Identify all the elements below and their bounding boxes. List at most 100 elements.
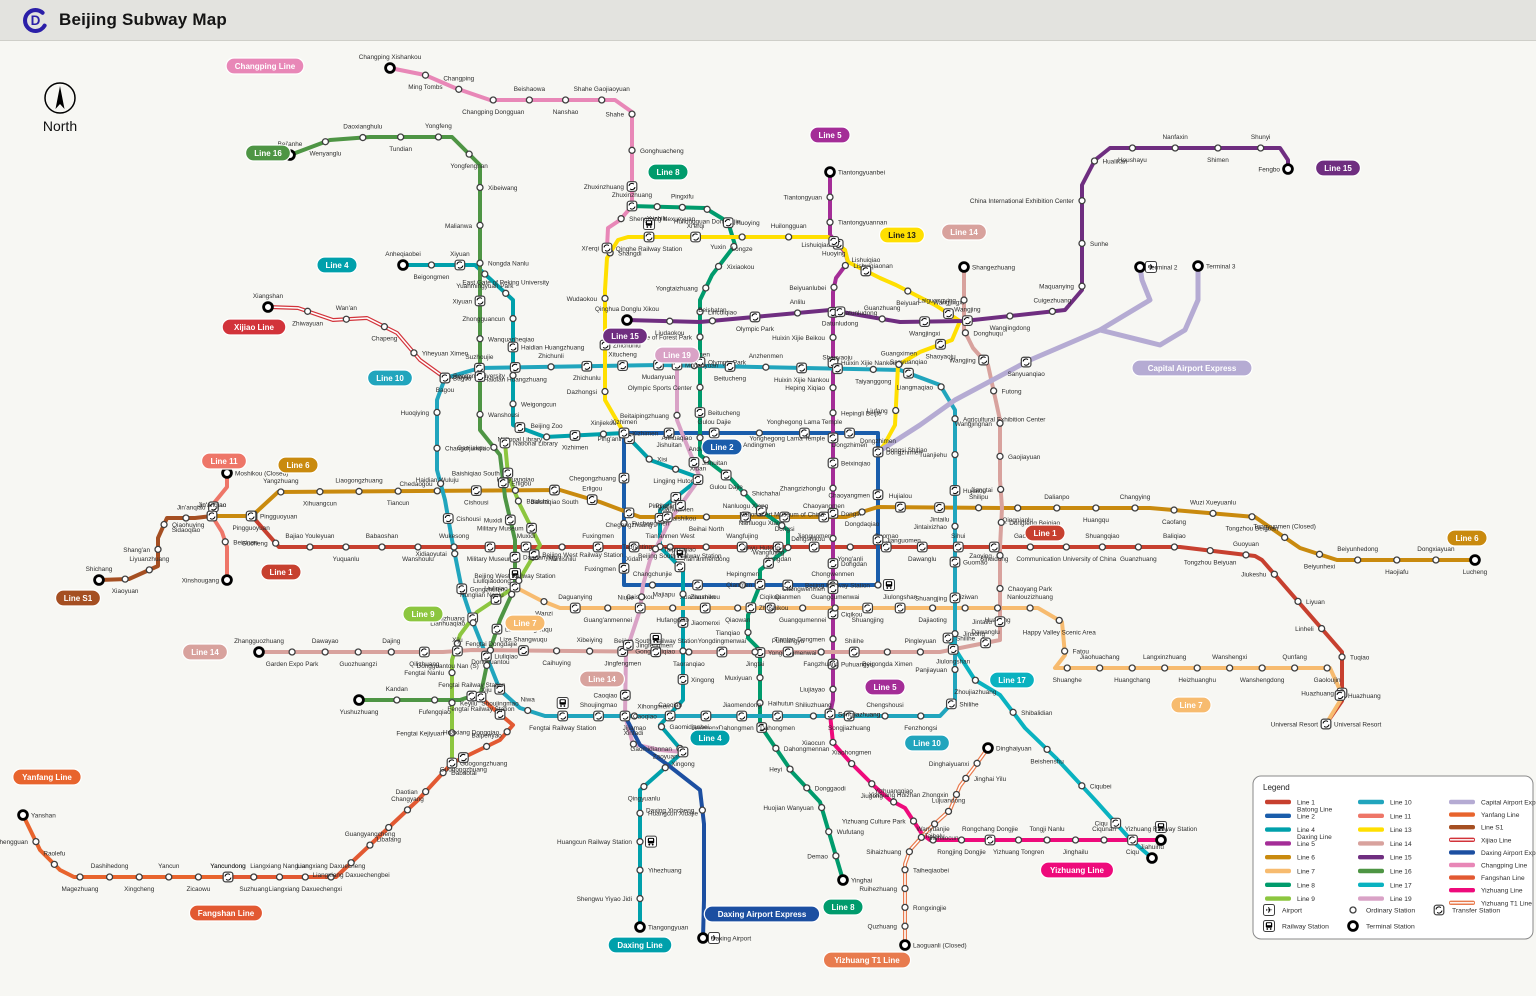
station-marker[interactable]	[1014, 836, 1023, 844]
transfer-station-marker[interactable]	[1020, 356, 1032, 368]
transfer-station-marker[interactable]	[1433, 904, 1445, 916]
station-marker[interactable]	[874, 581, 882, 589]
transfer-station-marker[interactable]	[872, 534, 884, 546]
transfer-station-marker[interactable]	[586, 494, 598, 506]
station-marker[interactable]	[1349, 906, 1357, 914]
station-marker[interactable]	[32, 837, 40, 846]
station-marker[interactable]	[636, 809, 644, 817]
terminal-station-marker[interactable]	[353, 694, 365, 706]
station-marker[interactable]	[678, 203, 686, 212]
station-marker[interactable]	[702, 284, 710, 292]
station-marker[interactable]	[817, 648, 825, 656]
line-badge[interactable]: Line 1	[1024, 524, 1066, 542]
transfer-station-marker[interactable]	[690, 231, 701, 243]
station-marker[interactable]	[316, 488, 324, 496]
transfer-station-marker[interactable]	[466, 690, 478, 702]
station-marker[interactable]	[832, 852, 840, 860]
station-marker[interactable]	[997, 518, 1005, 527]
terminal-station-marker[interactable]	[1469, 554, 1481, 566]
station-marker[interactable]	[1026, 604, 1034, 612]
transfer-station-marker[interactable]	[749, 311, 761, 323]
line-badge[interactable]: Line 6	[1446, 529, 1488, 547]
station-marker[interactable]	[321, 648, 329, 656]
terminal-station-marker[interactable]	[253, 646, 265, 658]
line-badge[interactable]: Changping Line	[225, 57, 305, 75]
station-marker[interactable]	[481, 270, 489, 278]
station-marker[interactable]	[734, 604, 742, 612]
station-marker[interactable]	[952, 790, 961, 799]
transfer-station-marker[interactable]	[844, 427, 855, 439]
transfer-station-marker[interactable]	[945, 698, 957, 710]
terminal-station-marker[interactable]	[1155, 834, 1167, 846]
station-marker[interactable]	[598, 96, 606, 104]
terminal-station-marker[interactable]	[1134, 261, 1146, 273]
transfer-station-marker[interactable]	[832, 363, 843, 375]
transfer-station-marker[interactable]	[827, 658, 839, 670]
station-marker[interactable]	[1248, 513, 1256, 521]
station-marker[interactable]	[1315, 550, 1324, 558]
station-marker[interactable]	[1131, 504, 1139, 512]
transfer-station-marker[interactable]	[779, 511, 791, 523]
station-marker[interactable]	[385, 823, 393, 832]
line-badge[interactable]: Line 14	[940, 223, 988, 241]
transfer-station-marker[interactable]	[860, 265, 872, 277]
transfer-station-marker[interactable]	[222, 871, 234, 883]
station-marker[interactable]	[799, 604, 807, 612]
station-marker[interactable]	[121, 575, 129, 583]
line-badge[interactable]: Line 8	[647, 163, 689, 181]
terminal-station-marker[interactable]	[837, 874, 849, 886]
station-marker[interactable]	[669, 604, 677, 612]
station-marker[interactable]	[483, 661, 491, 670]
line-badge[interactable]: Line S1	[54, 589, 102, 607]
line-badge[interactable]: Capital Airport Express	[1131, 359, 1253, 377]
transfer-station-marker[interactable]	[509, 551, 521, 563]
transfer-station-marker[interactable]	[446, 757, 458, 769]
transfer-station-marker[interactable]	[943, 308, 954, 320]
station-marker[interactable]	[696, 383, 704, 391]
station-marker[interactable]	[547, 363, 555, 371]
transfer-station-marker[interactable]	[716, 646, 728, 658]
transfer-station-marker[interactable]	[949, 592, 961, 604]
station-marker[interactable]	[1048, 307, 1057, 316]
transfer-station-marker[interactable]	[984, 834, 996, 846]
station-marker[interactable]	[1043, 836, 1051, 844]
transfer-station-marker[interactable]	[736, 541, 748, 553]
transfer-station-marker[interactable]	[520, 541, 532, 553]
station-marker[interactable]	[951, 415, 959, 423]
transfer-station-marker[interactable]	[634, 602, 646, 614]
transfer-station-marker[interactable]	[509, 581, 521, 593]
station-marker[interactable]	[182, 514, 190, 522]
station-marker[interactable]	[756, 674, 764, 682]
station-marker[interactable]	[739, 581, 747, 589]
station-marker[interactable]	[414, 543, 422, 551]
station-marker[interactable]	[673, 411, 681, 419]
station-marker[interactable]	[993, 604, 1002, 612]
line-badge[interactable]: Yanfang Line	[12, 768, 82, 786]
transfer-station-marker[interactable]	[675, 499, 686, 511]
station-marker[interactable]	[306, 543, 314, 551]
transfer-station-marker[interactable]	[442, 513, 454, 524]
station-marker[interactable]	[869, 365, 877, 374]
terminal-station-marker[interactable]	[93, 574, 105, 586]
station-marker[interactable]	[503, 728, 511, 736]
station-marker[interactable]	[288, 648, 296, 656]
station-marker[interactable]	[829, 534, 837, 543]
station-marker[interactable]	[347, 859, 355, 867]
transfer-station-marker[interactable]	[677, 617, 689, 628]
station-marker[interactable]	[803, 784, 811, 792]
transfer-station-marker[interactable]	[454, 259, 466, 271]
line-badge[interactable]: Line 10	[903, 734, 951, 752]
station-marker[interactable]	[50, 860, 59, 869]
transfer-station-marker[interactable]	[935, 338, 946, 350]
station-marker[interactable]	[509, 400, 517, 408]
station-marker[interactable]	[1043, 745, 1051, 754]
station-marker[interactable]	[1257, 144, 1265, 152]
station-marker[interactable]	[601, 294, 609, 303]
transfer-station-marker[interactable]	[526, 522, 537, 534]
transfer-station-marker[interactable]	[980, 637, 992, 649]
transfer-station-marker[interactable]	[528, 549, 540, 561]
station-marker[interactable]	[552, 647, 561, 655]
station-marker[interactable]	[490, 443, 498, 451]
transfer-station-marker[interactable]	[942, 632, 954, 644]
station-marker[interactable]	[1323, 664, 1331, 672]
